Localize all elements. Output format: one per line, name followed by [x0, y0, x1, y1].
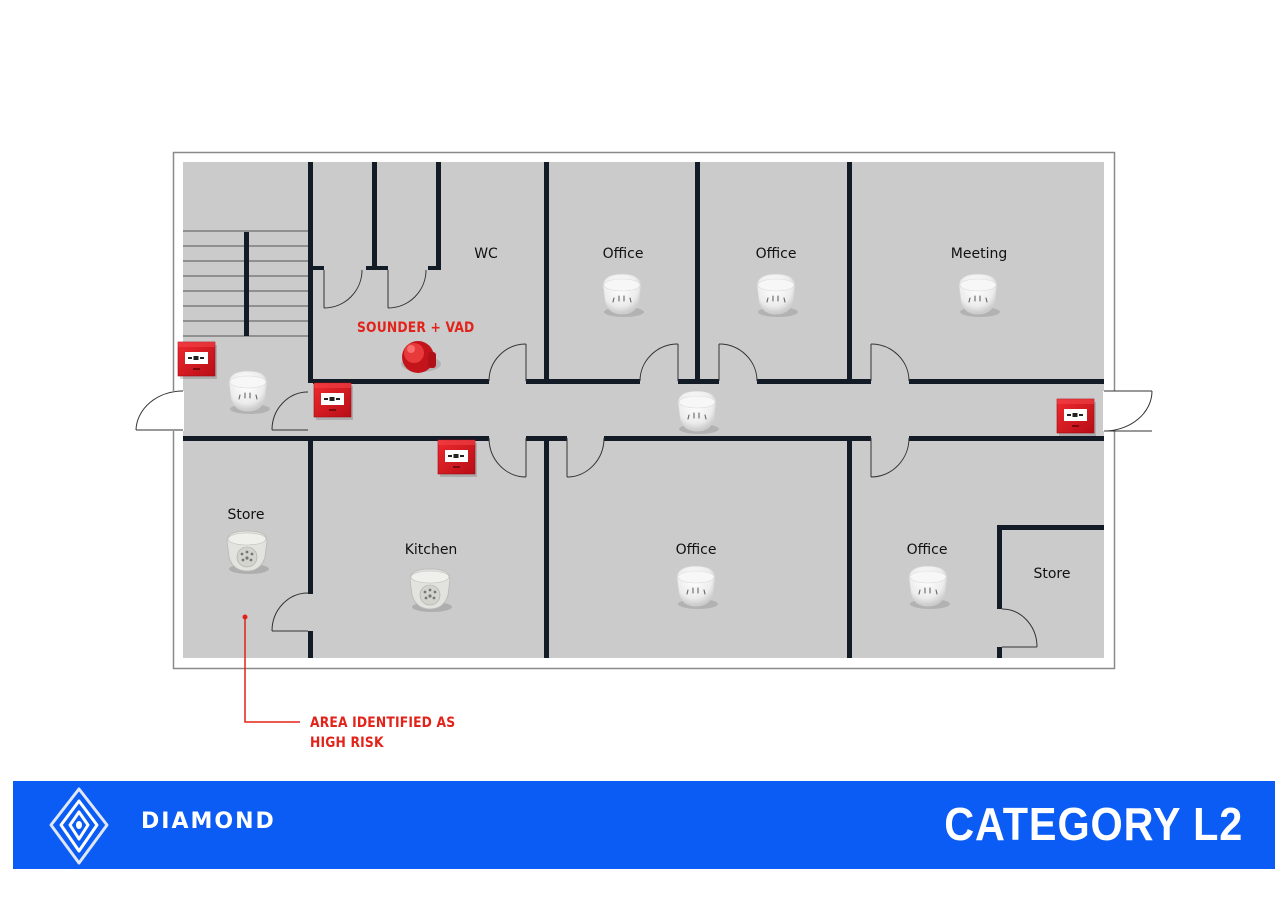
right-entrance-gap [1103, 391, 1116, 431]
heat-detector-icon [405, 565, 455, 613]
entrance-doors [135, 390, 1153, 432]
smoke-detector-icon [751, 270, 801, 318]
sounder-vad-label: SOUNDER + VAD [357, 320, 475, 336]
manual-call-point-icon [1056, 398, 1098, 438]
room-label-office-3: Office [675, 542, 717, 558]
smoke-detector-icon [953, 270, 1003, 318]
room-label-office-2: Office [755, 246, 797, 262]
room-label-store-left: Store [227, 507, 265, 523]
high-risk-label: AREA IDENTIFIED AS HIGH RISK [310, 713, 455, 753]
left-entrance-gap [172, 391, 184, 431]
manual-call-point-icon [437, 439, 479, 479]
room-label-office-1: Office [602, 246, 644, 262]
walls [183, 162, 1104, 658]
room-label-kitchen: Kitchen [404, 542, 458, 558]
room-label-store-right: Store [1033, 566, 1071, 582]
high-risk-label-line-1: AREA IDENTIFIED AS [310, 715, 456, 731]
room-label-meeting: Meeting [950, 246, 1008, 262]
smoke-detector-icon [903, 562, 953, 610]
room-label-office-4: Office [906, 542, 948, 558]
stair-rail [244, 232, 249, 336]
smoke-detector-icon [223, 367, 273, 415]
footer-banner: DIAMOND CATEGORY L2 [13, 781, 1275, 869]
sounder-vad-icon [401, 341, 441, 373]
category-title: CATEGORY L2 [944, 798, 1243, 850]
manual-call-point-icon [313, 382, 355, 422]
manual-call-point-icon [177, 341, 219, 381]
heat-detector-icon [222, 527, 272, 575]
diamond-logo-icon [49, 787, 109, 865]
interior-doors [271, 269, 1038, 648]
smoke-detector-icon [672, 387, 722, 435]
room-label-wc: WC [474, 246, 498, 262]
brand-name: DIAMOND [141, 809, 276, 834]
floor-plan [135, 151, 1153, 723]
high-risk-leader [242, 614, 300, 723]
high-risk-label-line-2: HIGH RISK [310, 735, 384, 751]
smoke-detector-icon [597, 270, 647, 318]
smoke-detector-icon [671, 562, 721, 610]
